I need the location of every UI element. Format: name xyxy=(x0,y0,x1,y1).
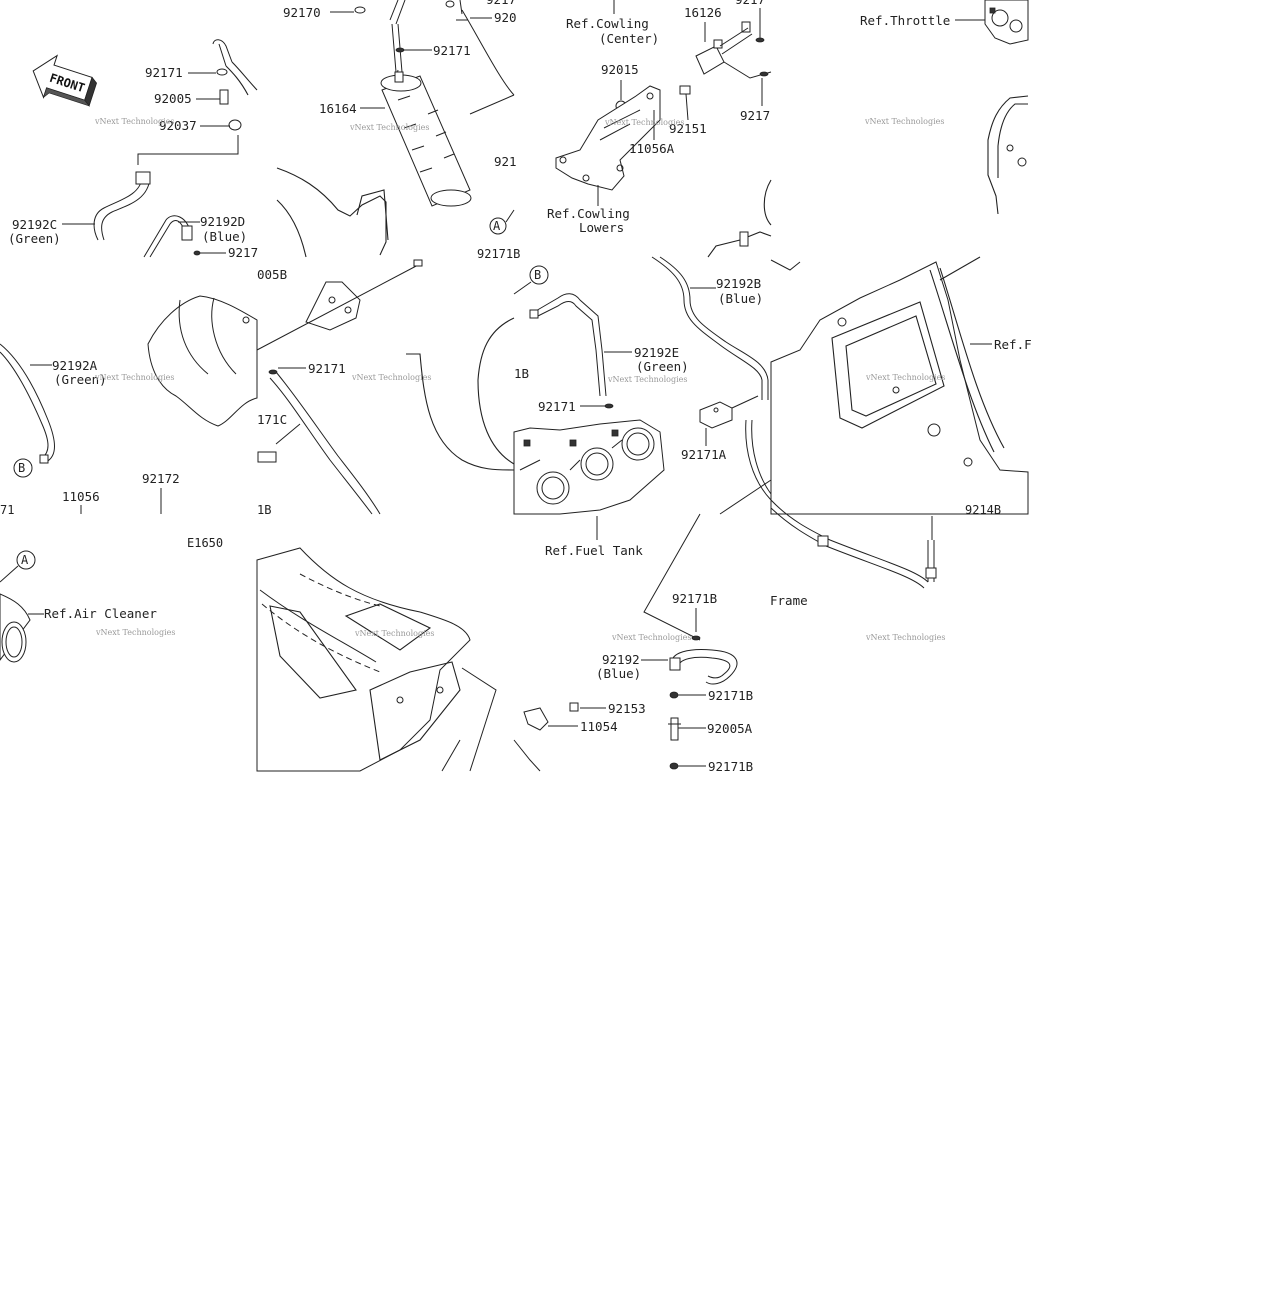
label-92172: 92172 xyxy=(142,471,180,486)
watermark-9: vNext Technologies xyxy=(95,628,175,637)
label-92192B: 92192B xyxy=(716,276,761,291)
label-92192A: 92192A xyxy=(52,358,98,373)
bracket-mid xyxy=(305,281,361,331)
tile-canister-section: 92170 9217 920 92171 16164 xyxy=(276,0,517,258)
throttle-body-top xyxy=(984,0,1029,45)
label-92037: 92037 xyxy=(159,118,197,133)
label-11056A: 11056A xyxy=(629,141,675,156)
tile-bracket-section: Ref.Cowling (Center) 16126 9217 9217 920… xyxy=(477,0,772,261)
tile-mid-bracket-section: 005B 92171 171C 1B 1B vNext Technologies xyxy=(256,259,529,517)
connector-92171A xyxy=(699,401,733,429)
tile-front-section: FRONT 92171 92005 92037 92192C (Green) 9… xyxy=(8,39,258,260)
label-9217-right: 9217 xyxy=(740,108,770,123)
label-92171-throttle: 92171 xyxy=(538,399,576,414)
label-92192-color: (Blue) xyxy=(596,666,641,681)
label-92015: 92015 xyxy=(601,62,639,77)
label-1B-clip: 1B xyxy=(514,366,529,381)
watermark-10: vNext Technologies xyxy=(354,629,434,638)
label-11056: 11056 xyxy=(62,489,100,504)
label-92171B-lower: 92171B xyxy=(708,759,753,774)
label-92192: 92192 xyxy=(602,652,640,667)
label-92171-front: 92171 xyxy=(145,65,183,80)
throttle-bodies xyxy=(513,419,665,515)
label-92171B-mid: 92171B xyxy=(708,688,753,703)
label-ref-cowling-center-1: Ref.Cowling xyxy=(566,16,649,31)
label-16126: 16126 xyxy=(684,5,722,20)
label-920-top: 920 xyxy=(494,10,517,25)
label-171C-clip: 171C xyxy=(257,412,287,427)
label-92171B-clip: 92171B xyxy=(477,247,520,261)
label-92005A: 92005A xyxy=(707,721,753,736)
watermark-3: vNext Technologies xyxy=(604,118,684,127)
label-92192B-color: (Blue) xyxy=(718,291,763,306)
label-ref-cowling-lowers-2: Lowers xyxy=(579,220,624,235)
watermark-5: vNext Technologies xyxy=(94,373,174,382)
label-92192A-color: (Green) xyxy=(54,372,107,387)
watermark-11: vNext Technologies xyxy=(611,633,691,642)
label-92171-mid: 92171 xyxy=(308,361,346,376)
label-9217-clip: 9217 xyxy=(228,245,258,260)
label-92192C-color: (Green) xyxy=(8,231,61,246)
watermark-7: vNext Technologies xyxy=(607,375,687,384)
tile-frame-hose-section: 9214B Frame vNext Technologies xyxy=(770,499,1001,642)
frame-panel xyxy=(770,256,1029,515)
front-arrow-icon: FRONT xyxy=(32,54,97,107)
label-92192D: 92192D xyxy=(200,214,245,229)
callout-A-top: A xyxy=(493,219,501,233)
label-921-clip: 921 xyxy=(494,154,517,169)
frame-plate-top xyxy=(987,95,1029,215)
watermark-4: vNext Technologies xyxy=(864,117,944,126)
tile-tank-bottom-section: vNext Technologies xyxy=(256,547,497,772)
tile-air-cleaner-section: E1650 A Ref.Air Cleaner vNext Technologi… xyxy=(0,536,223,663)
label-ref-air-cleaner: Ref.Air Cleaner xyxy=(44,606,157,621)
valve-16126 xyxy=(695,21,753,75)
label-ref-cowling-center-2: (Center) xyxy=(599,31,659,46)
watermark-8: vNext Technologies xyxy=(865,373,945,382)
canister-16164 xyxy=(380,69,472,207)
callout-A-bottom: A xyxy=(21,553,29,567)
label-16164: 16164 xyxy=(319,101,357,116)
label-92171-canister: 92171 xyxy=(433,43,471,58)
callout-B-mid: B xyxy=(534,268,541,282)
label-92005: 92005 xyxy=(154,91,192,106)
watermark-1: vNext Technologies xyxy=(94,117,174,126)
label-11054: 11054 xyxy=(580,719,618,734)
watermark-12: vNext Technologies xyxy=(865,633,945,642)
label-92153: 92153 xyxy=(608,701,646,716)
label-9217-topright: 9217 xyxy=(735,0,765,7)
label-92151: 92151 xyxy=(669,121,707,136)
label-92171A: 92171A xyxy=(681,447,727,462)
label-1B-bottom-clip: 1B xyxy=(257,503,271,517)
tile-throttle-bodies-section: B 92192E (Green) 92171 Ref.Fuel Tank 9 xyxy=(513,256,772,558)
label-92171B-upper: 92171B xyxy=(672,591,717,606)
tile-small-hoses-section: 92171B 92192 (Blue) 92171B 92005A 92171B… xyxy=(513,513,753,774)
label-005B-clip: 005B xyxy=(257,267,287,282)
label-ref-throttle: Ref.Throttle xyxy=(860,13,950,28)
fuel-tank-underside xyxy=(256,547,471,772)
label-ref-cowling-lowers-1: Ref.Cowling xyxy=(547,206,630,221)
label-71-clip: 71 xyxy=(0,503,14,517)
bracket-11056A xyxy=(555,85,661,191)
label-92170: 92170 xyxy=(283,5,321,20)
label-ref-frame-clip: Ref.F xyxy=(994,337,1032,352)
label-ref-fuel-tank: Ref.Fuel Tank xyxy=(545,543,643,558)
tile-frame-section: Ref.F vNext Technologies xyxy=(770,256,1032,515)
air-cleaner-duct xyxy=(0,593,31,663)
diagram-code: E1650 xyxy=(187,536,223,550)
label-frame: Frame xyxy=(770,593,808,608)
label-9217-top: 9217 xyxy=(486,0,516,7)
label-92192C: 92192C xyxy=(12,217,57,232)
label-9214B-clip: 9214B xyxy=(965,503,1001,517)
watermark-2: vNext Technologies xyxy=(349,123,429,132)
watermark-6: vNext Technologies xyxy=(351,373,431,382)
label-92192D-color: (Blue) xyxy=(202,229,247,244)
tile-hose-a-section: 92192A (Green) B 11056 92172 71 vNext Te… xyxy=(0,295,258,517)
label-92192E: 92192E xyxy=(634,345,679,360)
tile-throttle-section: Ref.Throttle vNext Technologies xyxy=(860,0,1029,215)
callout-B-left: B xyxy=(18,461,25,475)
label-92192E-color: (Green) xyxy=(636,359,689,374)
